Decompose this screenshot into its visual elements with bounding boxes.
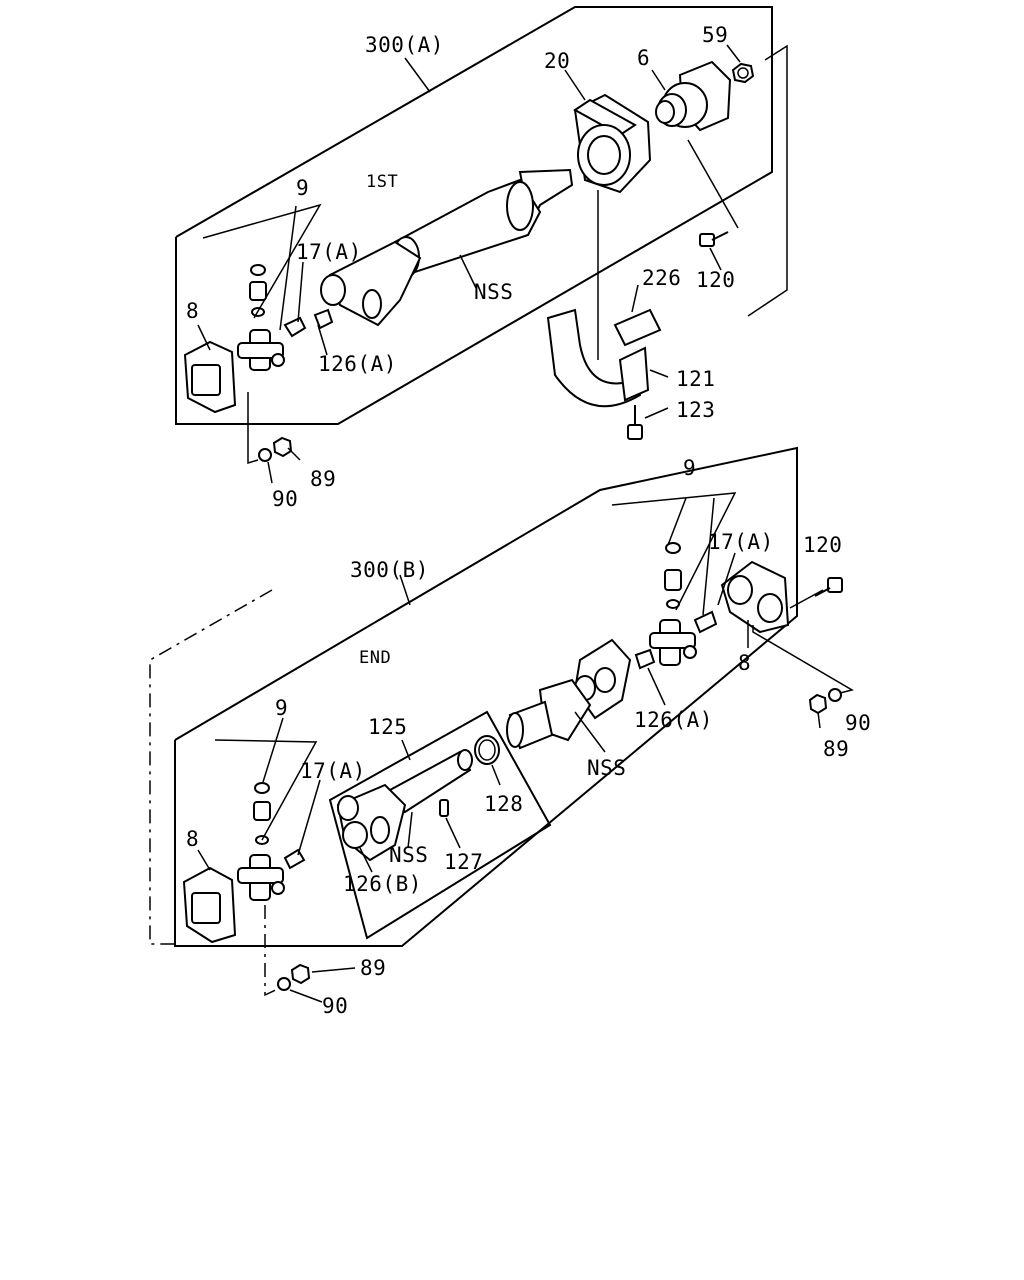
label-126a-mid: 126(A)	[634, 708, 713, 732]
nut-part-59	[731, 62, 755, 84]
shaft-assembly-300b-group	[149, 446, 854, 1003]
bolt-part-120-mid	[814, 577, 843, 597]
label-126a-top: 126(A)	[318, 352, 397, 376]
label-123: 123	[676, 398, 715, 422]
label-90-right: 90	[845, 711, 871, 735]
slip-yoke-mid	[573, 638, 632, 720]
bolt-part-120-top	[699, 231, 729, 247]
nut-89-washer-90-right	[808, 688, 842, 715]
label-125: 125	[368, 715, 407, 739]
label-nss-mid: NSS	[587, 756, 626, 780]
nut-89-washer-90-top	[258, 436, 293, 462]
label-17a-bot: 17(A)	[300, 759, 366, 783]
flange-yoke-part-8-bottom	[182, 866, 237, 944]
label-8-bot: 8	[186, 827, 199, 851]
label-end: END	[359, 648, 391, 668]
label-9-top: 9	[296, 176, 309, 200]
label-6: 6	[637, 46, 650, 70]
label-9-bot: 9	[275, 696, 288, 720]
outline-phantom-left	[149, 589, 273, 945]
label-121: 121	[676, 367, 715, 391]
label-300b: 300(B)	[350, 558, 429, 582]
bearing-cup-parts-9-bottom	[253, 782, 271, 845]
universal-joint-spider-mid	[649, 619, 697, 666]
grease-fitting-17a-top	[283, 316, 307, 338]
label-89-right: 89	[823, 737, 849, 761]
center-bearing-part-20	[573, 93, 652, 194]
part-labels: 300(A) 20 6 59 1ST 9 17(A) 8 126(A) NSS …	[186, 23, 871, 1018]
bolt-part-123	[627, 405, 643, 440]
label-120-mid: 120	[803, 533, 842, 557]
label-nss-bot: NSS	[389, 843, 428, 867]
group-outline-300b	[174, 446, 798, 947]
grease-fitting-17a-bottom	[283, 848, 306, 870]
label-89-bot: 89	[360, 956, 386, 980]
label-89-top: 89	[310, 467, 336, 491]
leader-lines-mid	[197, 492, 854, 1003]
label-226: 226	[642, 266, 681, 290]
slip-yoke-1st	[320, 240, 422, 327]
label-20: 20	[544, 49, 570, 73]
label-90-top: 90	[272, 487, 298, 511]
shaft-assembly-300a-group	[175, 6, 788, 484]
grease-fitting-17a-mid	[693, 610, 718, 634]
label-90-bot: 90	[322, 994, 348, 1018]
grease-fitting-127	[439, 799, 449, 817]
leader-lines-top	[197, 44, 741, 484]
ring-part-128	[474, 735, 500, 765]
group-outline-300a	[175, 6, 773, 425]
label-120-top: 120	[696, 268, 735, 292]
label-300a: 300(A)	[365, 33, 444, 57]
label-59: 59	[702, 23, 728, 47]
label-17a-mid: 17(A)	[708, 530, 774, 554]
label-126b: 126(B)	[343, 872, 422, 896]
flange-yoke-part-8-right	[720, 560, 790, 634]
universal-joint-spider-bottom	[237, 854, 285, 901]
plug-part-126a-top	[313, 308, 334, 330]
label-17a-top: 17(A)	[296, 240, 362, 264]
outline-bracket-right	[747, 44, 788, 317]
label-1st: 1ST	[366, 172, 398, 192]
label-127: 127	[444, 850, 483, 874]
label-8-right: 8	[738, 651, 751, 675]
bracket-part-121	[546, 308, 662, 408]
companion-flange-part-6	[655, 60, 732, 132]
label-128: 128	[484, 792, 523, 816]
label-8-top: 8	[186, 299, 199, 323]
shaft-tube-1st	[392, 168, 574, 278]
bearing-cup-parts-9-mid	[664, 542, 682, 609]
slip-yoke-bottom	[336, 783, 407, 862]
universal-joint-spider-top	[237, 329, 285, 371]
tube-part-125	[388, 749, 473, 814]
splined-shaft-mid	[506, 678, 592, 750]
label-9-mid: 9	[683, 456, 696, 480]
plug-part-126a-mid	[634, 648, 656, 670]
bearing-cup-parts-9-top	[249, 264, 267, 317]
nut-89-washer-90-bottom	[277, 963, 311, 991]
flange-yoke-part-8-top	[183, 340, 237, 414]
label-nss-top: NSS	[474, 280, 513, 304]
kit-outline-125	[328, 710, 552, 940]
